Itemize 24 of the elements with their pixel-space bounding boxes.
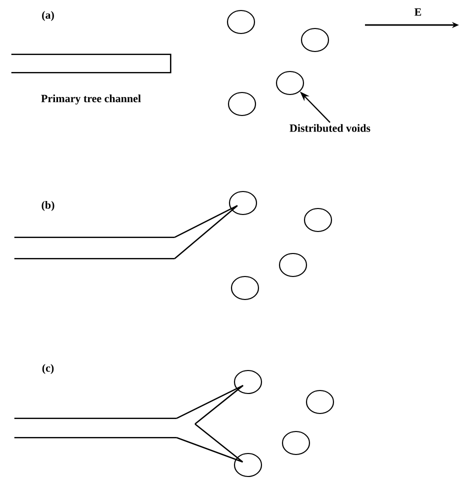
branch-line: [176, 384, 244, 425]
void-circle: [226, 10, 256, 34]
channel-label: Primary tree channel: [41, 94, 141, 104]
void-circle: [234, 370, 262, 394]
callout-text: Distributed voids: [290, 124, 370, 132]
void-circle: [230, 276, 260, 300]
void-circle: [228, 92, 256, 116]
void-circle: [278, 252, 308, 278]
channel-drawing: [14, 236, 175, 260]
void-circle: [306, 390, 334, 414]
panel-label: (b): [42, 201, 54, 211]
void-circle: [276, 70, 304, 96]
void-circle: [228, 190, 258, 216]
void-circle: [304, 208, 332, 232]
panel-label: (c): [42, 364, 54, 374]
panel-label: (a): [42, 11, 54, 21]
channel-drawing: [11, 54, 172, 74]
field-label: E: [414, 8, 422, 16]
branch-line: [176, 423, 244, 463]
void-circle: [300, 28, 330, 52]
void-circle: [282, 430, 310, 456]
void-circle: [234, 452, 262, 478]
channel-drawing: [14, 418, 177, 438]
branch-wedge: [174, 204, 238, 260]
